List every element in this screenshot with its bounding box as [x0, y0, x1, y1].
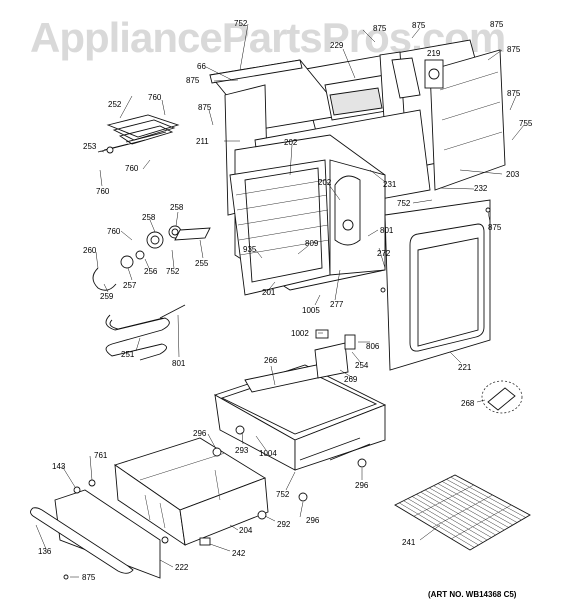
label-222: 222 [175, 563, 189, 572]
label-255: 255 [195, 259, 209, 268]
broil-element [97, 114, 180, 154]
part-268-detail [481, 380, 523, 414]
label-257: 257 [123, 281, 137, 290]
label-752: 752 [397, 199, 411, 208]
label-761: 761 [94, 451, 108, 460]
side-panel-221 [384, 199, 491, 371]
label-211: 211 [196, 137, 209, 146]
label-272: 272 [377, 249, 391, 258]
label-203: 203 [506, 170, 520, 179]
label-201: 201 [262, 288, 276, 297]
label-875: 875 [82, 573, 96, 582]
label-752: 752 [234, 19, 248, 28]
thermostat-parts [92, 225, 211, 291]
label-258: 258 [142, 213, 156, 222]
bake-element [105, 304, 186, 361]
label-251: 251 [121, 350, 135, 359]
label-219: 219 [427, 49, 441, 58]
label-260: 260 [83, 246, 97, 255]
label-1004: 1004 [259, 449, 277, 458]
label-752: 752 [276, 490, 290, 499]
label-256: 256 [144, 267, 158, 276]
oven-rack [394, 474, 531, 551]
label-259: 259 [100, 292, 114, 301]
label-268: 268 [461, 399, 475, 408]
label-755: 755 [519, 119, 533, 128]
label-143: 143 [52, 462, 66, 471]
leader-lines [35, 23, 525, 578]
label-258: 258 [170, 203, 184, 212]
label-266: 266 [264, 356, 278, 365]
label-875: 875 [507, 45, 521, 54]
label-136: 136 [38, 547, 52, 556]
label-875: 875 [412, 21, 426, 30]
label-241: 241 [402, 538, 416, 547]
art-number: (ART NO. WB14368 C5) [428, 590, 517, 599]
oven-cavity [229, 134, 386, 296]
label-254: 254 [355, 361, 369, 370]
label-875: 875 [507, 89, 521, 98]
label-760: 760 [107, 227, 121, 236]
fasteners [63, 207, 491, 580]
label-296: 296 [306, 516, 320, 525]
label-242: 242 [232, 549, 246, 558]
label-293: 293 [235, 446, 249, 455]
label-204: 204 [239, 526, 253, 535]
label-232: 232 [474, 184, 488, 193]
label-806: 806 [366, 342, 380, 351]
label-1005: 1005 [302, 306, 320, 315]
label-935: 935 [243, 245, 257, 254]
label-221: 221 [458, 363, 472, 372]
label-760: 760 [96, 187, 110, 196]
label-801: 801 [172, 359, 186, 368]
label-252: 252 [108, 100, 122, 109]
label-231: 231 [383, 180, 397, 189]
part-labels: 752 875 875 875 875 66 875 229 219 875 8… [38, 19, 533, 582]
drawer-support-frame [213, 342, 387, 471]
label-66: 66 [197, 62, 206, 71]
label-752: 752 [166, 267, 180, 276]
label-296: 296 [193, 429, 207, 438]
label-875: 875 [490, 20, 504, 29]
label-277: 277 [330, 300, 344, 309]
label-292: 292 [277, 520, 291, 529]
label-202: 202 [284, 138, 298, 147]
label-875: 875 [186, 76, 200, 85]
label-202: 202 [318, 178, 332, 187]
label-801: 801 [380, 226, 394, 235]
label-229: 229 [330, 41, 344, 50]
label-875: 875 [198, 103, 212, 112]
drawer-204 [113, 437, 269, 546]
label-253: 253 [83, 142, 97, 151]
label-760: 760 [148, 93, 162, 102]
label-760: 760 [125, 164, 139, 173]
label-875: 875 [373, 24, 387, 33]
label-296: 296 [355, 481, 369, 490]
label-809: 809 [305, 239, 319, 248]
label-269: 269 [344, 375, 358, 384]
label-1002: 1002 [291, 329, 309, 338]
label-875: 875 [488, 223, 502, 232]
